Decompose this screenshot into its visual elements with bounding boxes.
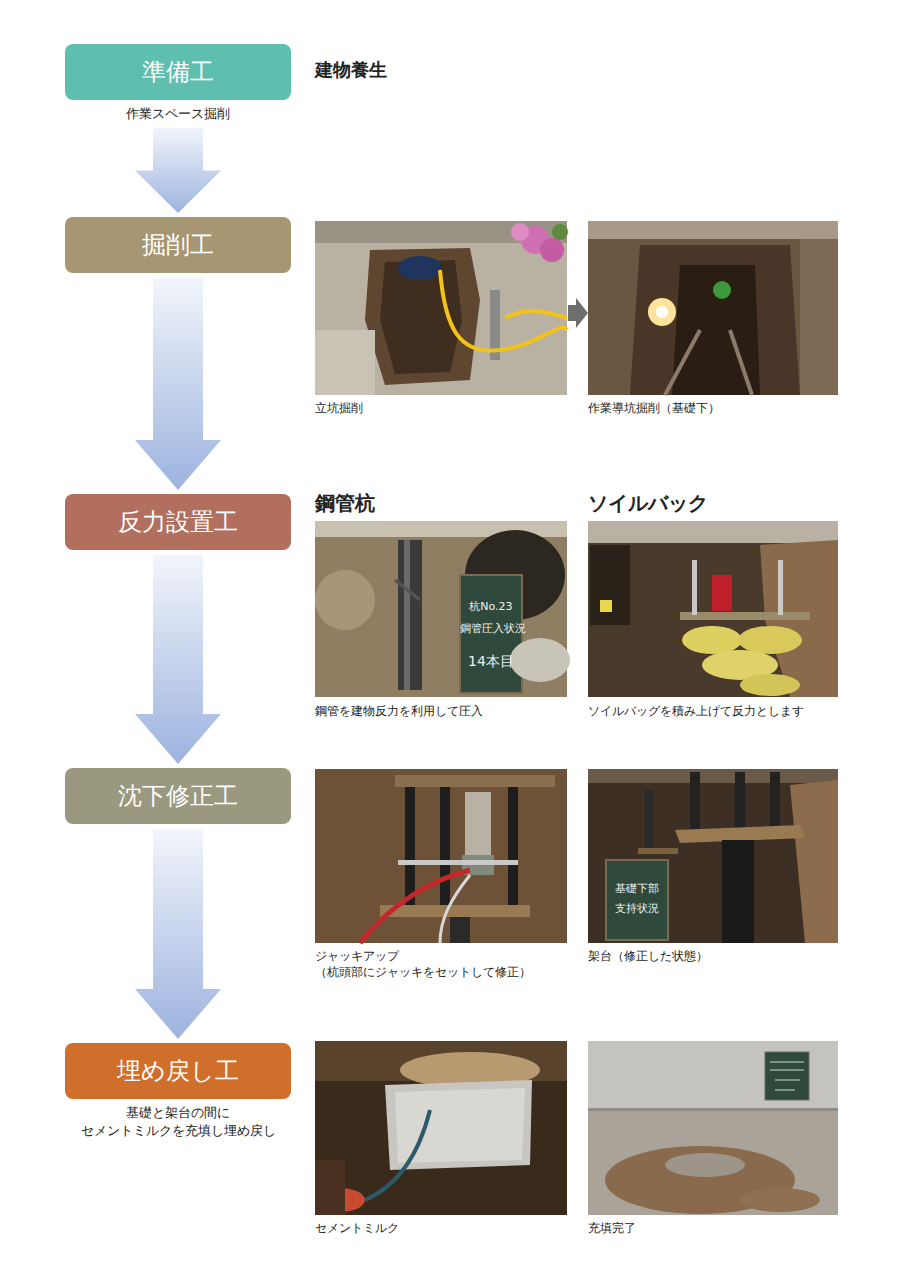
step-title: 反力設置工	[65, 494, 291, 550]
chalkboard-text: 14本目	[460, 652, 522, 671]
flow-arrow	[135, 278, 221, 490]
photo-caption: セメントミルク	[315, 1220, 399, 1236]
photo-caption: ジャッキアップ （杭頭部にジャッキをセットして修正）	[315, 948, 600, 980]
step-note: 基礎と架台の間に セメントミルクを充填し埋め戻し	[65, 1104, 291, 1140]
step-box: 反力設置工	[65, 494, 291, 550]
photo-cement-milk	[315, 1041, 567, 1215]
section-heading: 建物養生	[315, 58, 387, 82]
chalkboard-text: 杭No.23	[460, 600, 522, 615]
photo-caption: 立坑掘削	[315, 400, 363, 416]
step-title: 掘削工	[65, 217, 291, 273]
photo-caption: 作業導坑掘削（基礎下）	[588, 400, 720, 416]
photo-steel-pile	[315, 521, 570, 697]
step-box: 埋め戻し工基礎と架台の間に セメントミルクを充填し埋め戻し	[65, 1043, 291, 1140]
photo-filling-complete	[588, 1041, 838, 1215]
photo-soil-bag	[588, 521, 838, 697]
flow-arrow	[135, 829, 221, 1039]
step-title: 埋め戻し工	[65, 1043, 291, 1099]
chalkboard-text: 基礎下部	[606, 882, 668, 897]
step-note: 作業スペース掘削	[65, 105, 291, 123]
photo-arrow	[568, 298, 588, 328]
chalkboard-text: 支持状況	[606, 902, 668, 917]
flow-arrow	[135, 555, 221, 764]
photo-shaft	[315, 221, 568, 395]
step-box: 掘削工	[65, 217, 291, 273]
photo-caption: 充填完了	[588, 1220, 636, 1236]
step-title: 沈下修正工	[65, 768, 291, 824]
photo-jack-up	[315, 769, 567, 943]
photo-caption: 鋼管を建物反力を利用して圧入	[315, 703, 483, 719]
photo-caption: 架台（修正した状態）	[588, 948, 708, 964]
method-heading: 鋼管杭	[315, 490, 375, 517]
step-title: 準備工	[65, 44, 291, 100]
step-box: 沈下修正工	[65, 768, 291, 824]
photo-support-frame	[588, 769, 838, 943]
method-heading: ソイルバック	[588, 490, 708, 517]
photo-tunnel	[588, 221, 838, 395]
step-box: 準備工作業スペース掘削	[65, 44, 291, 123]
photo-caption: ソイルバッグを積み上げて反力とします	[588, 703, 804, 719]
flow-arrow	[135, 128, 221, 213]
chalkboard-text: 鋼管圧入状況	[460, 622, 522, 637]
